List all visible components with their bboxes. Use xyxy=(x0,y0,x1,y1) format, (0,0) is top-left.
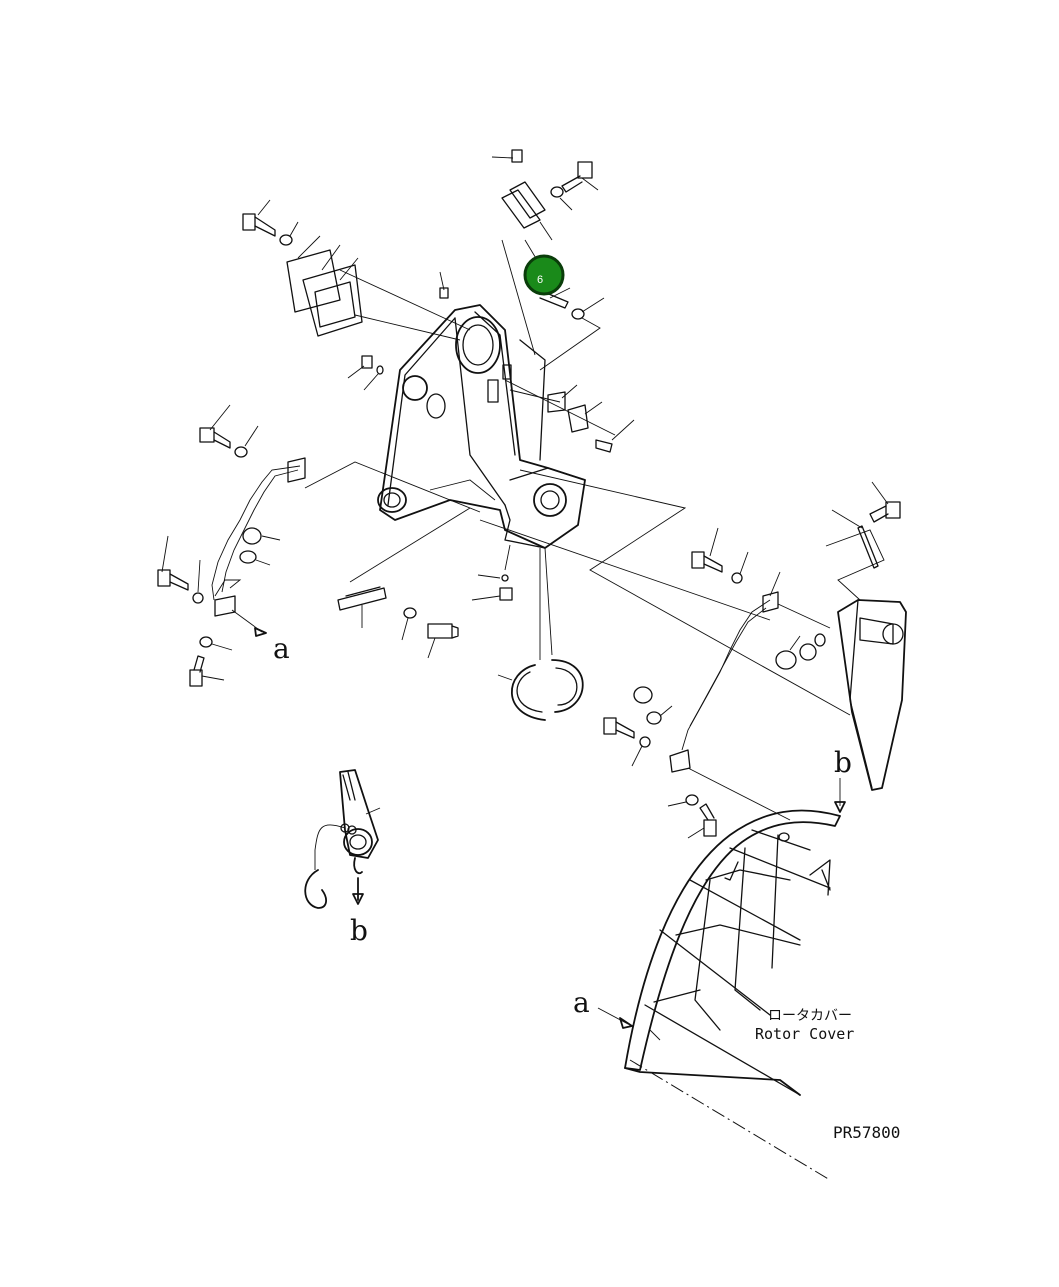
rotor-cover-label-en: Rotor Cover xyxy=(755,1025,854,1043)
ref-b-left: b xyxy=(350,914,368,947)
main-arm-bracket xyxy=(377,304,586,549)
callout-marker-6[interactable]: 6 xyxy=(523,254,565,296)
ref-b-right: b xyxy=(834,746,852,779)
bolt-below-callout xyxy=(539,287,605,371)
ref-a-left: a xyxy=(273,632,290,665)
top-small-plate-assembly xyxy=(491,149,556,356)
hook-lever-assembly xyxy=(304,769,381,909)
exploded-guide-lines xyxy=(479,379,851,716)
ref-arrows xyxy=(597,778,846,1029)
arm-fasteners xyxy=(347,271,635,453)
upper-left-plate-assembly xyxy=(286,235,471,341)
rotor-cover-label-jp: ロータカバー xyxy=(768,1008,852,1024)
lower-mid-parts xyxy=(337,507,513,659)
split-ring xyxy=(497,547,584,721)
bolt-top-right xyxy=(550,161,599,211)
rotor-cover xyxy=(624,809,841,1181)
right-chain-assembly xyxy=(603,527,831,839)
bolt-upper-left xyxy=(242,199,299,246)
right-bracket xyxy=(825,481,907,791)
ref-a-bottom: a xyxy=(573,986,590,1019)
drawing-code: PR57800 xyxy=(833,1123,900,1142)
left-chain-assembly xyxy=(157,404,481,687)
callout-marker-6-label: 6 xyxy=(537,274,543,286)
